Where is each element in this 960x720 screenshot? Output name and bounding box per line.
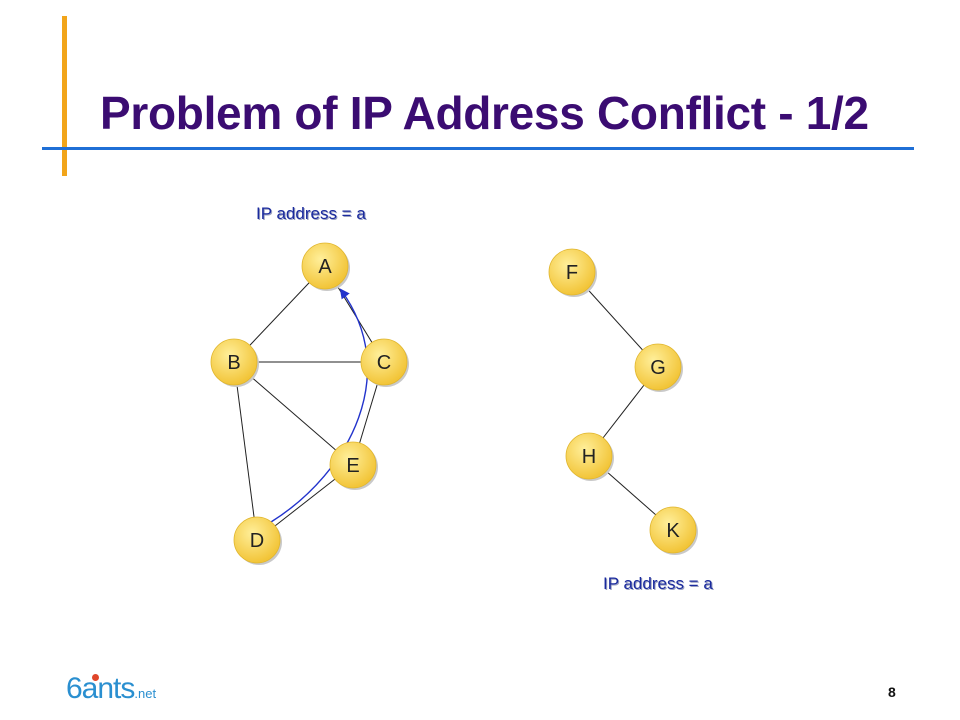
- node-f: F: [548, 248, 597, 297]
- node-g: G: [634, 343, 683, 392]
- logo-dot-icon: [92, 674, 99, 681]
- ip-address-label-left: IP address = a: [256, 204, 366, 223]
- logo-suffix: .net: [134, 686, 157, 701]
- node-circle: [329, 441, 377, 489]
- node-label-k: K: [666, 520, 680, 542]
- node-label-e: E: [346, 455, 359, 477]
- node-circle: [548, 248, 596, 296]
- node-label-b: B: [227, 352, 240, 374]
- node-circle: [649, 506, 697, 554]
- node-e: E: [329, 441, 378, 490]
- node-circle: [634, 343, 682, 391]
- title-underline: [42, 147, 914, 150]
- node-label-a: A: [318, 256, 332, 278]
- node-circle: [233, 516, 281, 564]
- node-a: A: [301, 242, 350, 291]
- node-d: D: [233, 516, 282, 565]
- node-circle: [301, 242, 349, 290]
- nodes-layer: A B C E D F G H K: [210, 242, 698, 565]
- node-label-f: F: [566, 262, 578, 284]
- logo-text: 6ants: [66, 672, 135, 705]
- node-circle: [360, 338, 408, 386]
- node-circle: [210, 338, 258, 386]
- accent-bar-vertical: [62, 16, 67, 176]
- node-k: K: [649, 506, 698, 555]
- node-b: B: [210, 338, 259, 387]
- path-arrow-d-to-a: [270, 288, 368, 523]
- page-number: 8: [888, 684, 896, 700]
- node-c: C: [360, 338, 409, 387]
- node-circle: [565, 432, 613, 480]
- node-label-g: G: [650, 357, 666, 379]
- edges-layer: [233, 265, 674, 541]
- edge-b-d: [233, 361, 258, 541]
- ip-address-label-right: IP address = a: [603, 574, 713, 593]
- node-label-c: C: [377, 352, 391, 374]
- node-label-d: D: [250, 530, 264, 552]
- edge-b-e: [233, 361, 354, 466]
- node-h: H: [565, 432, 614, 481]
- slide-title: Problem of IP Address Conflict - 1/2: [100, 87, 869, 139]
- node-label-h: H: [582, 446, 596, 468]
- logo-6ants: 6ants.net: [66, 672, 156, 706]
